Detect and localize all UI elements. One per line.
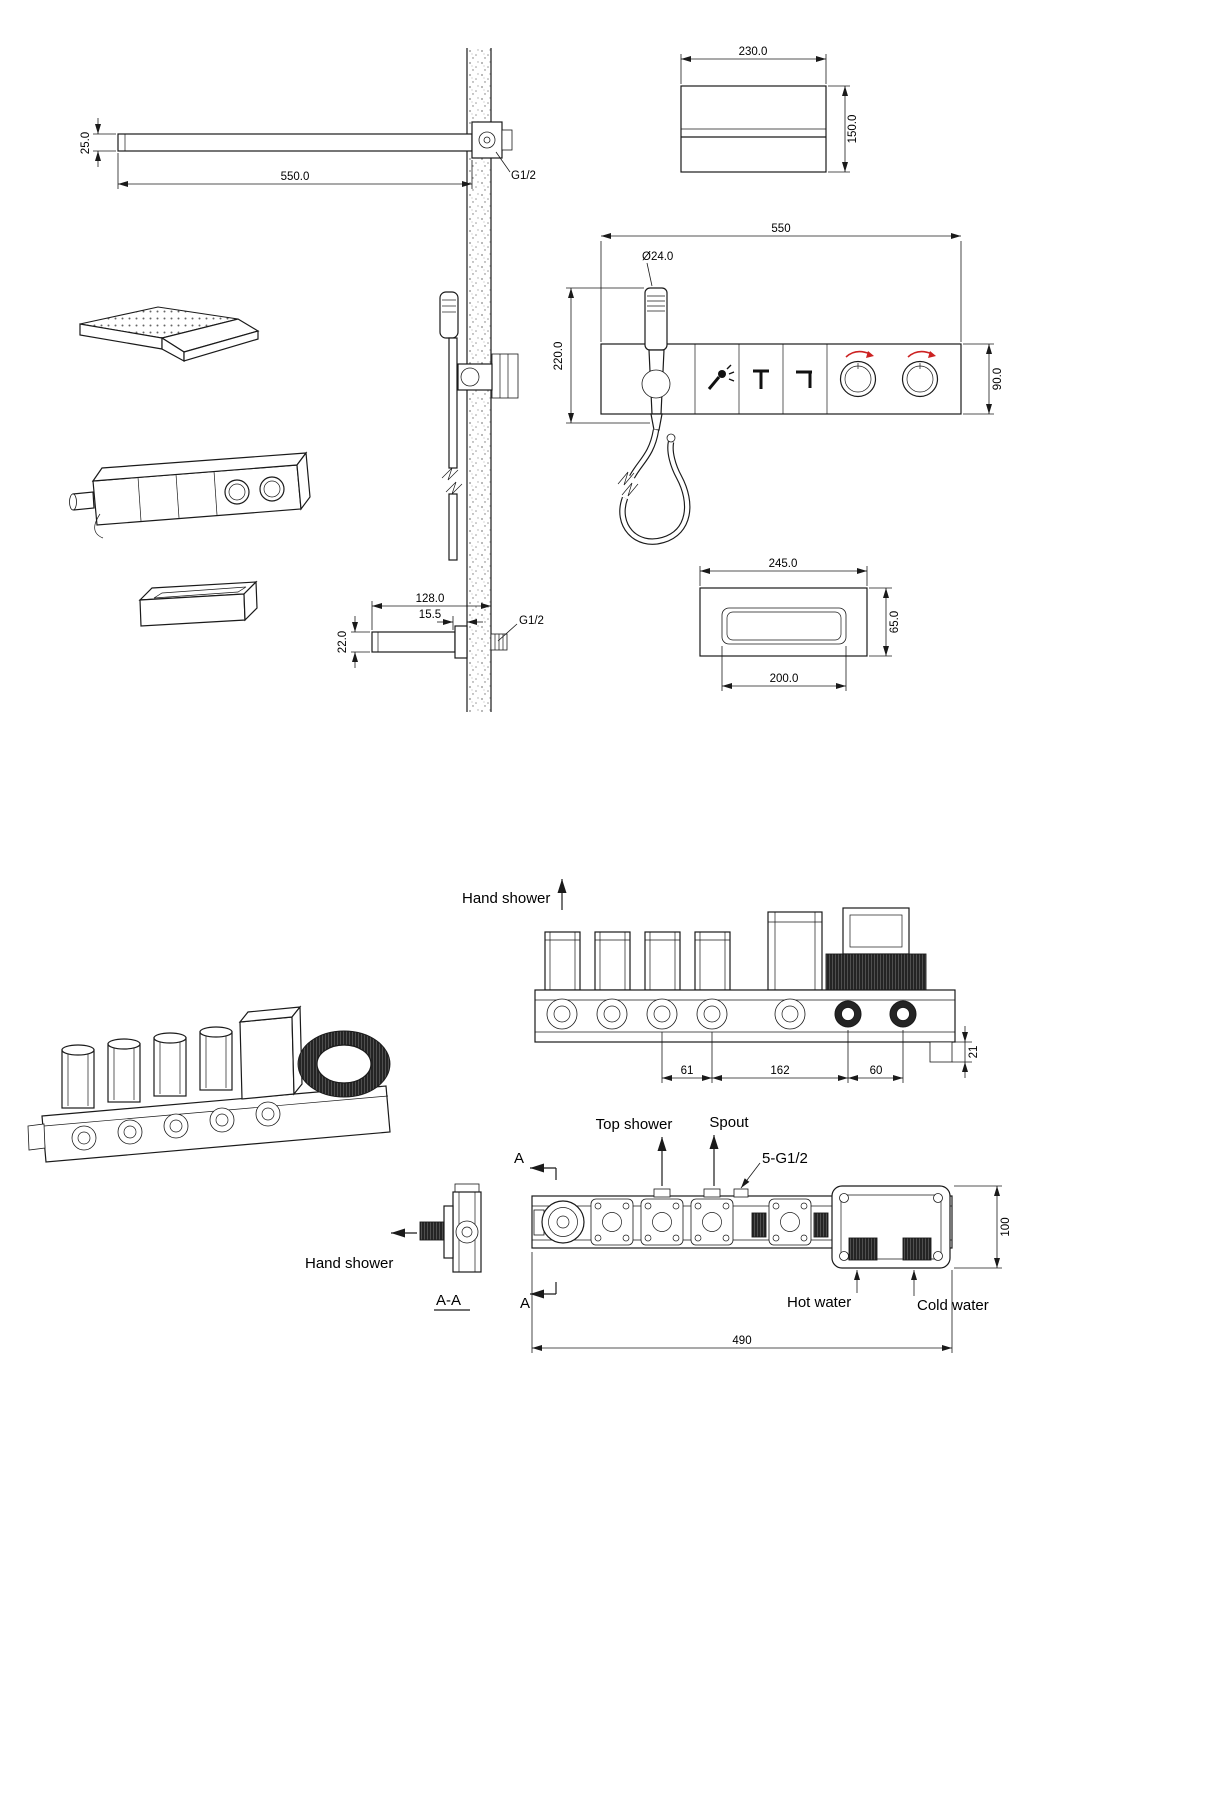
dim-text-head-width: 230.0 <box>739 46 768 58</box>
view-head-front: 230.0 150.0 <box>680 46 859 173</box>
dim-text-hand-shower-length: 220.0 <box>553 342 565 371</box>
valve-3d-knurled-knob <box>297 1030 391 1098</box>
view-spout-side: 128.0 15.5 22.0 G1/2 <box>337 593 544 668</box>
dimension-arm-length: 550.0 <box>117 153 473 189</box>
dim-text-panel-width: 550 <box>771 223 790 235</box>
dimension-spout-height: 22.0 <box>337 616 370 668</box>
dimension-tab-depth: 21 <box>952 1026 980 1078</box>
dimension-port-spacing: 61 162 60 <box>661 1030 904 1083</box>
dim-text-21: 21 <box>968 1046 980 1059</box>
valve-3d-diverter-block <box>238 1005 303 1100</box>
dim-text-490: 490 <box>732 1335 751 1347</box>
top-shower-mode-icon <box>753 369 769 389</box>
dim-text-spout-opening: 200.0 <box>770 673 799 685</box>
knurled-knob-block <box>825 953 927 991</box>
section-mark-bottom: A <box>520 1282 557 1312</box>
view-spout-front: 245.0 65.0 200.0 <box>699 558 901 691</box>
label-top-shower: Top shower <box>596 1116 673 1133</box>
view-valve-3d <box>27 1005 391 1163</box>
callout-hand-shower-diameter: Ø24.0 <box>642 251 673 287</box>
panel-3d-knob <box>259 476 285 502</box>
label-cold-water: Cold water <box>917 1297 989 1314</box>
dim-text-61: 61 <box>681 1065 694 1077</box>
dim-text-spout-front-width: 245.0 <box>769 558 798 570</box>
dim-text-spout-offset: 15.5 <box>419 609 441 621</box>
dimension-valve-height: 100 <box>954 1185 1012 1269</box>
thread-callout-spout: G1/2 <box>497 615 544 642</box>
dim-text-hand-shower-diameter: Ø24.0 <box>642 251 673 263</box>
label-hand-shower-section: Hand shower <box>305 1255 393 1272</box>
hot-water-callout: Hot water <box>787 1270 860 1311</box>
view-arm-side: 25.0 550.0 G1/2 <box>80 118 536 189</box>
dimension-spout-opening: 200.0 <box>721 646 847 691</box>
dim-text-panel-height: 90.0 <box>992 368 1004 390</box>
hand-shower-mode-icon <box>707 364 735 390</box>
thread-text-valve: 5-G1/2 <box>762 1150 808 1167</box>
valve-front-body <box>531 1185 953 1269</box>
dimension-spout-offset: 15.5 <box>419 609 483 630</box>
section-mark-top: A <box>514 1150 557 1180</box>
thread-text-arm: G1/2 <box>511 170 536 182</box>
dim-text-spout-height: 22.0 <box>337 631 349 653</box>
hand-shower-outlet-section <box>419 1221 445 1241</box>
dim-text-arm-height: 25.0 <box>80 132 92 154</box>
temperature-knob <box>839 350 877 398</box>
hand-shower-hose <box>617 429 691 545</box>
view-section-aa: Hand shower A-A <box>305 1183 482 1311</box>
dim-text-100: 100 <box>1000 1217 1012 1236</box>
valve-flange <box>590 1198 634 1246</box>
valve-rail-top <box>534 989 956 1063</box>
dimension-panel-width: 550 <box>600 223 962 342</box>
section-letter-top: A <box>514 1150 524 1167</box>
dimension-valve-width: 490 <box>531 1252 953 1353</box>
dimension-spout-front-width: 245.0 <box>699 558 868 586</box>
arm-wall-flange <box>471 121 513 159</box>
section-title: A-A <box>436 1292 461 1309</box>
thread-callout-valve: 5-G1/2 <box>740 1150 808 1189</box>
dim-text-arm-length: 550.0 <box>281 171 310 183</box>
spout-mode-icon <box>796 370 812 388</box>
flow-knob <box>901 350 939 398</box>
thermostatic-plate <box>831 1185 951 1269</box>
label-spout: Spout <box>709 1114 749 1131</box>
cold-water-callout: Cold water <box>911 1270 989 1314</box>
dimension-spout-front-height: 65.0 <box>869 587 901 657</box>
valve-flange <box>768 1198 812 1246</box>
view-waterfall-spout-3d <box>79 306 260 363</box>
label-hand-shower-top: Hand shower <box>462 890 550 907</box>
cold-water-inlet <box>902 1237 932 1261</box>
spout-body-side <box>371 631 456 653</box>
thread-text-spout: G1/2 <box>519 615 544 627</box>
hand-shower-wand <box>641 287 671 431</box>
view-spout-3d <box>138 580 258 627</box>
valve-flange <box>640 1198 684 1246</box>
valve-3d-cartridge <box>61 1026 233 1109</box>
dimension-head-height: 150.0 <box>828 85 859 173</box>
dim-text-spout-front-height: 65.0 <box>889 611 901 633</box>
dim-text-162: 162 <box>770 1065 789 1077</box>
dimension-head-width: 230.0 <box>680 46 827 84</box>
valve-flange <box>690 1198 734 1246</box>
dimension-arm-height: 25.0 <box>80 118 116 167</box>
dimension-spout-projection: 128.0 <box>371 593 492 630</box>
dim-text-60: 60 <box>870 1065 883 1077</box>
panel-3d-knob <box>224 479 250 505</box>
dim-text-head-height: 150.0 <box>847 115 859 144</box>
view-valve-front: Top shower Spout 5-G1/2 A A <box>514 1114 1012 1353</box>
view-valve-top: Hand shower <box>462 879 980 1083</box>
hot-water-inlet <box>848 1237 878 1261</box>
thread-callout-arm: G1/2 <box>495 151 536 182</box>
shower-arm <box>117 133 473 152</box>
dim-text-spout-projection: 128.0 <box>416 593 445 605</box>
section-letter-bottom: A <box>520 1295 530 1312</box>
wall-hand-shower-side <box>439 291 519 561</box>
dimension-hand-shower-length: 220.0 <box>553 287 650 424</box>
valve-cartridges-top <box>544 907 927 991</box>
label-hot-water: Hot water <box>787 1294 851 1311</box>
dimension-panel-height: 90.0 <box>963 343 1004 415</box>
view-panel-front: 550 Ø24.0 220.0 90.0 <box>553 223 1004 545</box>
view-panel-3d <box>69 451 311 539</box>
